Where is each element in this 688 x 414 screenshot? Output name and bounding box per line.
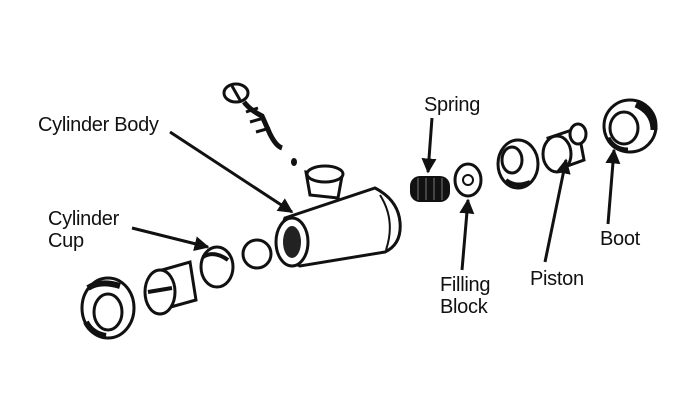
left-piston-part bbox=[143, 260, 198, 316]
cylinder-cup-arrow bbox=[131, 226, 210, 252]
label-piston: Piston bbox=[530, 268, 584, 290]
label-cylinder-body: Cylinder Body bbox=[38, 114, 159, 136]
cylinder-cup-part bbox=[199, 245, 235, 289]
label-filling-block-line-1: Filling bbox=[440, 274, 491, 296]
ball-part bbox=[241, 238, 273, 270]
label-filling-block: Filling Block bbox=[440, 274, 490, 318]
right-boot-part bbox=[602, 98, 658, 154]
filling-block-arrow bbox=[459, 198, 475, 271]
right-cup-part bbox=[496, 138, 540, 190]
label-boot: Boot bbox=[600, 228, 640, 250]
label-spring: Spring bbox=[424, 94, 481, 116]
right-piston-part bbox=[541, 122, 588, 174]
filling-block-part bbox=[453, 162, 483, 198]
spring-part bbox=[410, 176, 450, 202]
cylinder-body-part bbox=[274, 164, 402, 268]
cylinder-body-arrow bbox=[169, 130, 294, 214]
left-boot-part bbox=[80, 276, 136, 340]
label-cylinder-cup: Cylinder Cup bbox=[48, 208, 119, 252]
label-cylinder-cup-line-2: Cup bbox=[48, 230, 84, 252]
label-cylinder-cup-line-1: Cylinder bbox=[48, 208, 119, 230]
label-filling-block-line-2: Block bbox=[440, 296, 488, 318]
spring-arrow bbox=[421, 117, 437, 174]
boot-arrow bbox=[605, 148, 621, 225]
piston-arrow bbox=[543, 158, 571, 263]
bleeder-screw-part bbox=[222, 82, 297, 166]
